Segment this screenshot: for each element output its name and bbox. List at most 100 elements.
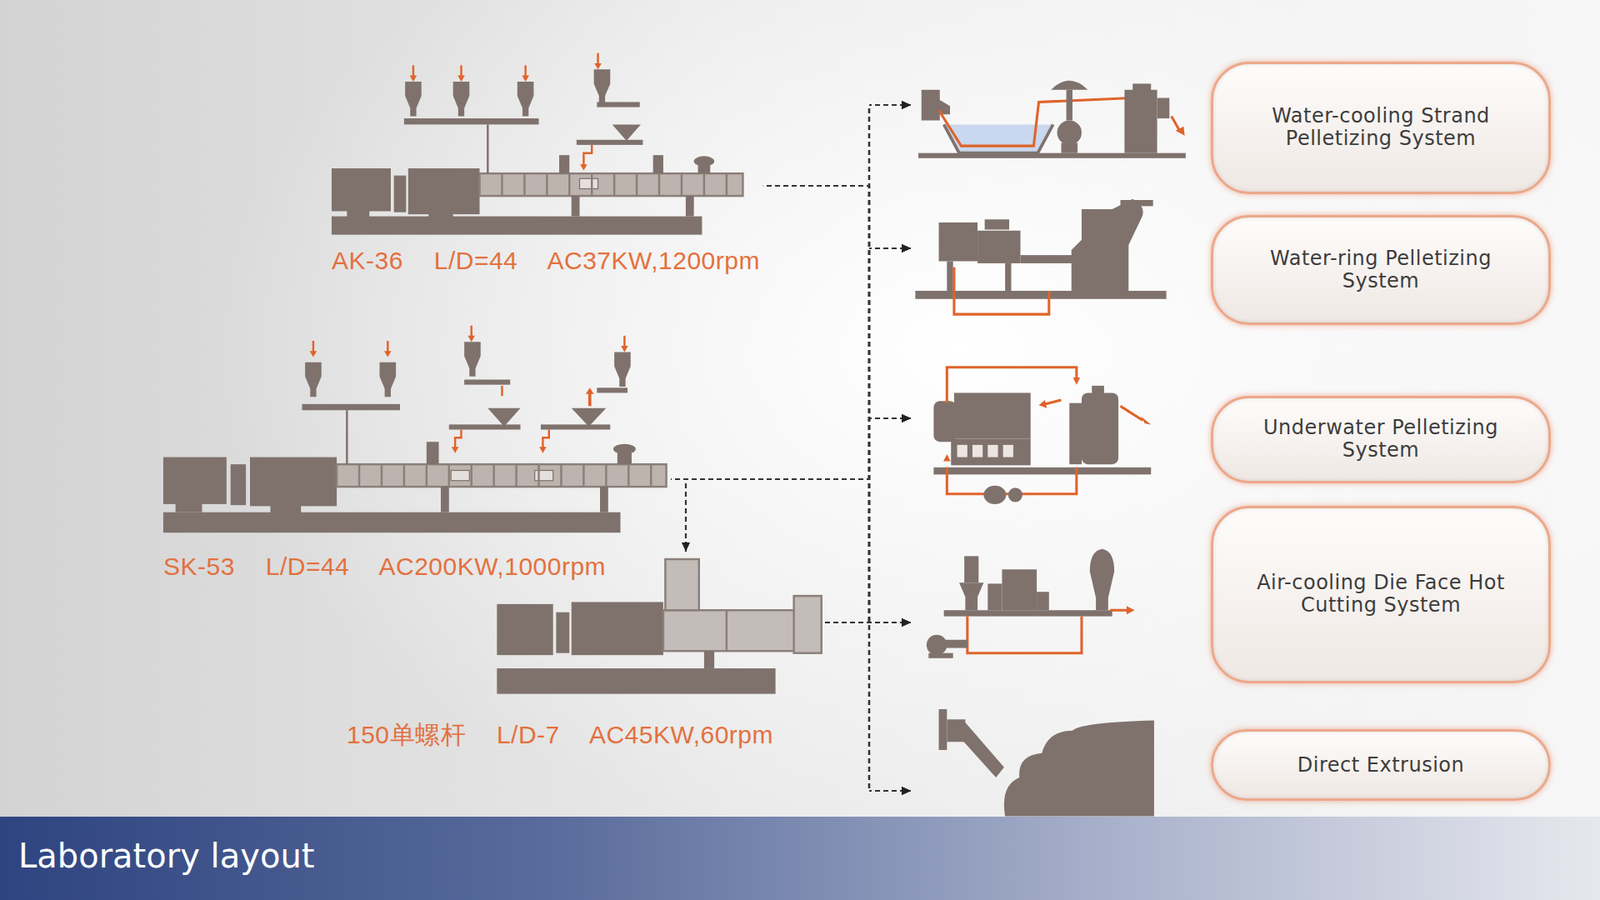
- water-ring-pelletizer-part: [1005, 263, 1011, 291]
- arrow-head: [901, 244, 911, 253]
- dashed-line: [670, 478, 870, 480]
- underwater-pelletizer-part: [933, 467, 1151, 475]
- sk53-extruder-part: [301, 404, 400, 410]
- ak36-extruder-part: [594, 53, 602, 70]
- title-band: Laboratory layout: [0, 816, 1600, 900]
- dashed-line: [825, 621, 870, 624]
- barrel-segment: [568, 173, 570, 196]
- barrel-segment: [627, 464, 630, 487]
- flow-connector: [825, 622, 911, 795]
- system-name: Water-cooling Strand Pelletizing System: [1229, 105, 1533, 150]
- sk53-extruder-part: [384, 340, 392, 358]
- sk53-extruder-part: [230, 464, 246, 505]
- underwater-pelletizer-part: [987, 445, 998, 458]
- system-pill: Water-cooling Strand Pelletizing System: [1210, 61, 1551, 195]
- air-cooling-hot-cutter-part: [928, 653, 953, 659]
- dashed-line: [825, 621, 870, 624]
- single-screw-extruder-part: [794, 595, 822, 654]
- strand-pelletizer-part: [1132, 83, 1151, 92]
- arrow-head: [901, 786, 911, 795]
- ak36-extruder-part: [596, 101, 640, 107]
- arrow-head: [681, 542, 690, 552]
- barrel-segment: [515, 464, 517, 487]
- arrow-head: [901, 244, 911, 253]
- dashed-line: [763, 185, 870, 187]
- arrow-head: [901, 244, 911, 253]
- sk53-extruder-part: [163, 512, 621, 533]
- sk53-extruder-part: [464, 380, 510, 385]
- underwater-pelletizer-part: [1081, 392, 1119, 465]
- water-ring-pelletizer-part: [954, 267, 1050, 315]
- barrel-segment: [635, 173, 638, 196]
- system-pill: Underwater Pelletizing System: [1210, 395, 1551, 484]
- flow-connector: [763, 185, 911, 253]
- flow-connector: [825, 100, 911, 623]
- water-ring-pelletizer-part: [977, 230, 1020, 264]
- equipment-illustration-part: [163, 53, 1186, 817]
- dashed-line: [670, 478, 686, 480]
- barrel-segment: [560, 464, 562, 487]
- sk53-extruder-part: [450, 470, 470, 480]
- air-cooling-hot-cutter-part: [967, 616, 1082, 654]
- arrow-head: [901, 414, 911, 423]
- barrel-segment: [725, 173, 728, 196]
- arrow-head: [901, 100, 911, 110]
- sk53-extruder-part: [620, 335, 629, 353]
- dashed-line: [868, 105, 870, 623]
- arrow-head: [901, 414, 911, 423]
- ak36-extruder-part: [331, 216, 702, 235]
- underwater-pelletizer-part: [983, 485, 1006, 505]
- barrel-segment: [523, 173, 525, 196]
- flow-connector: [825, 618, 911, 627]
- underwater-pelletizer-part: [1069, 403, 1082, 465]
- ak36-extruder-part: [571, 195, 580, 216]
- arrow-head: [901, 618, 911, 627]
- single-screw-extruder-part: [555, 612, 570, 654]
- ak36-extruder-part: [394, 175, 407, 213]
- sk53-extruder-part: [163, 457, 227, 505]
- air-cooling-hot-cutter-part: [987, 583, 1002, 610]
- underwater-pelletizer-part: [946, 367, 1077, 404]
- water-ring-pelletizer-part: [985, 219, 1010, 230]
- air-cooling-hot-cutter-part: [926, 635, 947, 655]
- single-screw-extruder-part: [571, 601, 664, 655]
- flow-connector: [763, 185, 911, 423]
- water-ring-pelletizer-part: [939, 222, 979, 262]
- air-cooling-hot-cutter-part: [1001, 569, 1037, 610]
- single-screw-extruder-part: [665, 559, 699, 610]
- sk53-extruder-part: [539, 446, 547, 453]
- dashed-line: [825, 621, 870, 624]
- arrow-head: [901, 100, 911, 110]
- water-ring-pelletizer-part: [946, 260, 953, 291]
- underwater-pelletizer-part: [1073, 377, 1081, 385]
- sk53-extruder-part: [467, 325, 475, 343]
- barrel-segment: [492, 464, 495, 487]
- dashed-line: [670, 478, 870, 480]
- strand-pelletizer-part: [1060, 142, 1078, 153]
- ak36-extruder-part: [594, 69, 611, 105]
- sk53-extruder-part: [596, 387, 628, 393]
- air-cooling-hot-cutter: [926, 549, 1135, 659]
- strand-pelletizer-part: [1157, 98, 1170, 119]
- air-cooling-hot-cutter-part: [1090, 549, 1115, 610]
- sk53-extruder-part: [542, 430, 549, 449]
- sk53-extruder-part: [455, 430, 461, 449]
- extruder-spec: 150单螺杆 L/D-7 AC45KW,60rpm: [346, 720, 774, 750]
- sk53-extruder-part: [440, 486, 450, 513]
- extruder-unit: 150单螺杆 L/D-7 AC45KW,60rpm: [341, 551, 825, 752]
- single-screw-extruder-part: [725, 610, 728, 651]
- strand-pelletizer: [918, 80, 1186, 159]
- water-ring-pelletizer-part: [1020, 255, 1080, 264]
- sk53-extruder-part: [600, 486, 609, 513]
- direct-extrusion-die: [939, 709, 1155, 817]
- sk53-extruder-part: [426, 441, 440, 465]
- dashed-line: [868, 185, 870, 791]
- flow-connector: [763, 100, 911, 186]
- strand-pelletizer-part: [939, 98, 1134, 147]
- dashed-line: [763, 185, 870, 187]
- dashed-line: [763, 185, 870, 187]
- direct-extrusion-die-part: [1004, 720, 1155, 816]
- air-cooling-hot-cutter-part: [1036, 591, 1050, 610]
- ak36-extruder-part: [486, 124, 489, 174]
- strand-pelletizer-part: [1171, 116, 1180, 131]
